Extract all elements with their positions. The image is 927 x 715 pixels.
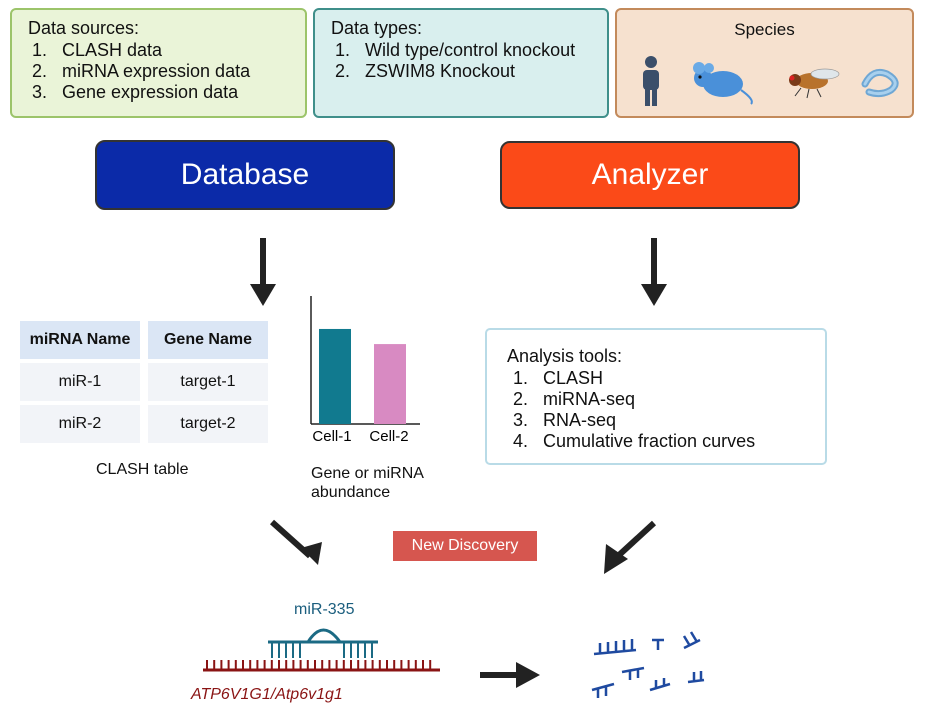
table-cell: target-1 xyxy=(148,363,268,401)
list-item: 1.CLASH xyxy=(513,368,604,388)
degraded-rna-fragments xyxy=(591,631,705,698)
down-arrow-analyzer xyxy=(641,238,667,306)
data-types-list: 1.Wild type/control knockout 2.ZSWIM8 Kn… xyxy=(335,40,585,82)
data-types-title: Data types: xyxy=(331,18,423,38)
bar-cell-2 xyxy=(374,344,406,424)
analysis-tools-list: 1.CLASH 2.miRNA-seq 3.RNA-seq 4.Cumulati… xyxy=(513,368,755,452)
analysis-tools-title: Analysis tools: xyxy=(507,346,623,366)
gene-label: ATP6V1G1/Atp6v1g1 xyxy=(191,686,343,703)
abundance-caption: Gene or miRNA abundance xyxy=(311,465,424,501)
new-discovery-badge: New Discovery xyxy=(393,531,537,561)
clash-table-caption: CLASH table xyxy=(96,461,189,478)
data-types-box: Data types: 1.Wild type/control knockout… xyxy=(313,8,609,118)
data-sources-list: 1.CLASH data 2.miRNA expression data 3.G… xyxy=(32,40,250,103)
abundance-chart: Cell-1 Cell-2 xyxy=(310,296,420,445)
fly-icon xyxy=(789,68,840,99)
mirna-label: miR-335 xyxy=(294,601,355,618)
right-arrow xyxy=(480,662,540,688)
list-item: 2.ZSWIM8 Knockout xyxy=(335,61,516,81)
table-cell: miR-1 xyxy=(20,363,140,401)
data-sources-box: Data sources: 1.CLASH data 2.miRNA expre… xyxy=(10,8,307,118)
tick-label-cell-2: Cell-2 xyxy=(369,428,408,445)
table-header-gene: Gene Name xyxy=(148,321,268,359)
diagonal-arrow-right xyxy=(604,520,657,574)
list-item: 3.Gene expression data xyxy=(32,82,239,102)
diagonal-arrow-left xyxy=(269,519,322,565)
list-item: 4.Cumulative fraction curves xyxy=(513,431,756,451)
table-cell: miR-2 xyxy=(20,405,140,443)
list-item: 2.miRNA-seq xyxy=(513,389,636,409)
bar-cell-1 xyxy=(319,328,351,424)
worm-icon xyxy=(861,68,899,98)
species-box: Species xyxy=(615,8,914,118)
list-item: 1.Wild type/control knockout xyxy=(335,40,576,60)
down-arrow-database xyxy=(250,238,276,306)
data-sources-title: Data sources: xyxy=(28,18,140,38)
tick-label-cell-1: Cell-1 xyxy=(312,428,351,445)
analyzer-button[interactable]: Analyzer xyxy=(500,141,800,209)
mouse-icon xyxy=(693,62,753,105)
table-cell: target-2 xyxy=(148,405,268,443)
list-item: 3.RNA-seq xyxy=(513,410,617,430)
human-icon xyxy=(643,56,659,106)
list-item: 1.CLASH data xyxy=(32,40,163,60)
database-button[interactable]: Database xyxy=(95,140,395,210)
analysis-tools-box: Analysis tools: 1.CLASH 2.miRNA-seq 3.RN… xyxy=(485,328,827,465)
species-title: Species xyxy=(734,20,795,39)
species-icons xyxy=(643,56,899,106)
list-item: 2.miRNA expression data xyxy=(32,61,251,81)
mirna-target-duplex xyxy=(203,628,440,672)
table-header-mirna: miRNA Name xyxy=(20,321,140,359)
